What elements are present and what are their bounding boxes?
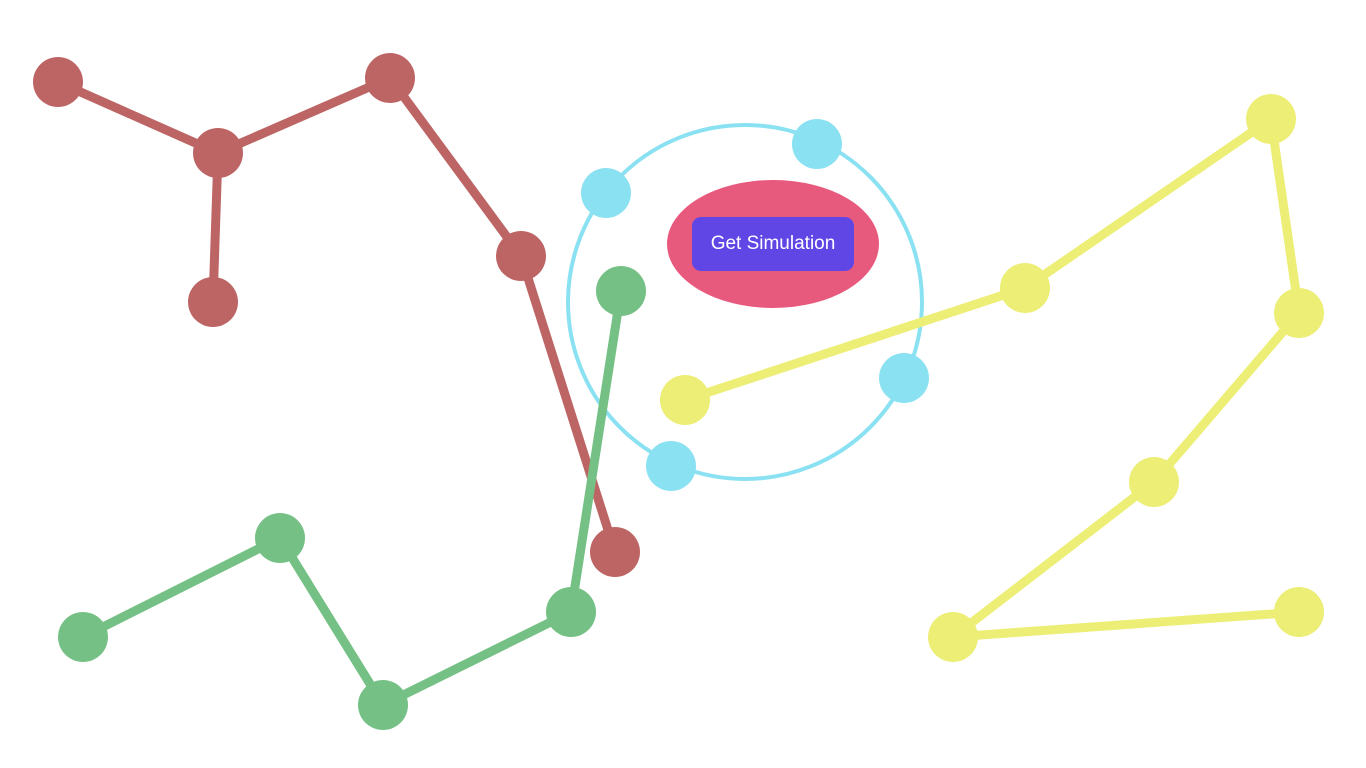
yellow-chain-edge: [1266, 114, 1304, 318]
green-chain-node: [255, 513, 305, 563]
ring-node: [879, 353, 929, 403]
green-chain-node: [546, 587, 596, 637]
red-chain-node: [193, 128, 243, 178]
green-chain-edge: [378, 607, 576, 710]
yellow-chain-node: [1129, 457, 1179, 507]
yellow-chain-node: [1000, 263, 1050, 313]
green-chain-edge: [275, 533, 388, 710]
red-chain-node: [33, 57, 83, 107]
yellow-chain-edge: [680, 283, 1030, 405]
yellow-chain-node: [1274, 587, 1324, 637]
yellow-chain-edge: [1020, 114, 1276, 293]
ring-node: [646, 441, 696, 491]
red-chain-edge: [53, 77, 223, 158]
green-chain-edge: [78, 533, 285, 642]
green-chain-edge: [566, 286, 626, 617]
red-chain-edge: [213, 73, 395, 158]
ring-outline: [566, 123, 924, 481]
yellow-chain-edge: [948, 477, 1159, 642]
yellow-chain-node: [928, 612, 978, 662]
yellow-chain-node: [660, 375, 710, 425]
cta-ellipse: Get Simulation: [667, 180, 879, 308]
green-chain-node: [596, 266, 646, 316]
get-simulation-button[interactable]: Get Simulation: [692, 217, 854, 271]
yellow-chain-node: [1246, 94, 1296, 144]
red-chain-node: [496, 231, 546, 281]
red-chain-node: [590, 527, 640, 577]
green-chain-node: [58, 612, 108, 662]
red-chain-edge: [385, 73, 526, 261]
red-chain-node: [365, 53, 415, 103]
green-chain-node: [358, 680, 408, 730]
ring-node: [581, 168, 631, 218]
red-chain-node: [188, 277, 238, 327]
yellow-chain-node: [1274, 288, 1324, 338]
yellow-chain-edge: [1149, 308, 1304, 487]
yellow-chain-edge: [948, 607, 1304, 642]
red-chain-edge: [516, 251, 620, 557]
ring-node: [792, 119, 842, 169]
